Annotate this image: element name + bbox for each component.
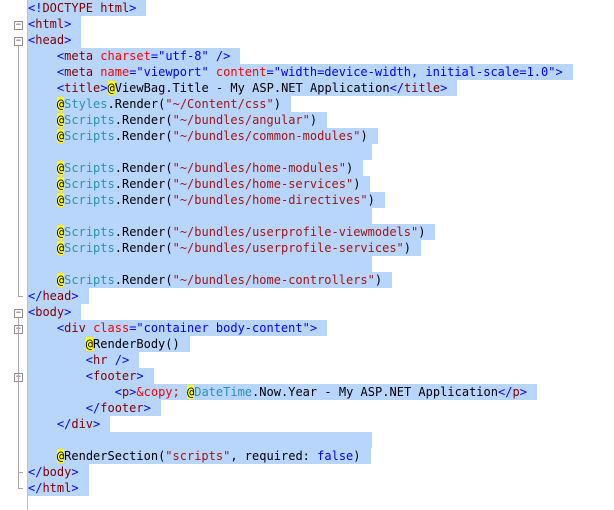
code-line[interactable]: @Scripts.Render("~/bundles/angular")	[28, 112, 328, 128]
code-line[interactable]: <body>	[28, 304, 82, 320]
code-line[interactable]: <p>&copy; @DateTime.Now.Year - My ASP.NE…	[28, 384, 537, 400]
fold-end-body	[18, 472, 23, 473]
code-line[interactable]: <title>@ViewBag.Title - My ASP.NET Appli…	[28, 80, 458, 96]
code-line[interactable]: @Scripts.Render("~/bundles/home-directiv…	[28, 192, 385, 208]
code-line[interactable]: @RenderBody()	[28, 336, 190, 352]
code-line[interactable]: @Scripts.Render("~/bundles/userprofile-v…	[28, 224, 436, 240]
indent-guide	[27, 0, 28, 510]
code-line[interactable]: <head>	[28, 32, 82, 48]
code-line[interactable]: @Scripts.Render("~/bundles/home-controll…	[28, 272, 393, 288]
code-line[interactable]: <meta charset="utf-8" />	[28, 48, 241, 64]
code-line[interactable]: <html>	[28, 16, 82, 32]
code-line[interactable]	[28, 208, 372, 224]
editor-gutter	[0, 0, 26, 510]
fold-toggle-head[interactable]: −	[14, 36, 23, 46]
code-line[interactable]: @Scripts.Render("~/bundles/home-modules"…	[28, 160, 364, 176]
fold-end-html	[18, 488, 23, 489]
fold-range-head	[18, 46, 19, 296]
code-line[interactable]: @Scripts.Render("~/bundles/home-services…	[28, 176, 371, 192]
code-line[interactable]: </footer>	[28, 400, 161, 416]
code-line[interactable]	[28, 256, 372, 272]
fold-range-body	[18, 318, 19, 472]
fold-toggle-body[interactable]: −	[14, 308, 23, 318]
fold-range-html	[18, 472, 19, 488]
code-line[interactable]: </div>	[28, 416, 111, 432]
code-line[interactable]: <footer>	[28, 368, 154, 384]
code-line[interactable]: @Scripts.Render("~/bundles/userprofile-s…	[28, 240, 422, 256]
fold-toggle-html[interactable]: −	[14, 20, 23, 30]
fold-end-head	[18, 296, 23, 297]
code-line[interactable]: @Styles.Render("~/Content/css")	[28, 96, 291, 112]
code-line[interactable]: </head>	[28, 288, 89, 304]
code-line[interactable]: <meta name="viewport" content="width=dev…	[28, 64, 573, 80]
code-line[interactable]: </body>	[28, 464, 89, 480]
code-line[interactable]: </html>	[28, 480, 89, 496]
code-line[interactable]	[28, 432, 372, 448]
code-line[interactable]: @Scripts.Render("~/bundles/common-module…	[28, 128, 378, 144]
code-line[interactable]: <!DOCTYPE html>	[28, 0, 147, 16]
code-line[interactable]: @RenderSection("scripts", required: fals…	[28, 448, 371, 464]
code-line[interactable]	[28, 144, 372, 160]
code-line[interactable]: <div class="container body-content">	[28, 320, 328, 336]
code-line[interactable]: <hr />	[28, 352, 140, 368]
